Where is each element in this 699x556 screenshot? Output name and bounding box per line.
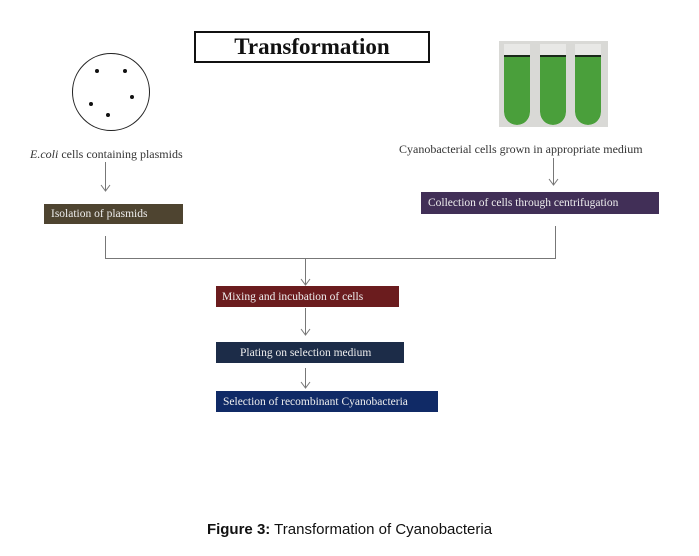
step-label: Plating on selection medium [240, 346, 372, 359]
colony-dot [106, 113, 110, 117]
culture-tube [504, 44, 530, 125]
ecoli-caption: E.coli cells containing plasmids [30, 147, 183, 162]
cyanobacteria-caption: Cyanobacterial cells grown in appropriat… [399, 142, 643, 156]
arrowhead [300, 381, 311, 389]
ecoli-caption-italic: E.coli [30, 147, 59, 161]
step-label: Mixing and incubation of cells [222, 290, 364, 303]
step-collection-of-cells: Collection of cells through centrifugati… [421, 192, 659, 214]
arrowhead [300, 278, 311, 286]
step-label: Collection of cells through centrifugati… [428, 197, 619, 209]
colony-dot [89, 102, 93, 106]
arrowhead [548, 178, 559, 186]
colony-dot [130, 95, 134, 99]
colony-dot [123, 69, 127, 73]
colony-dot [95, 69, 99, 73]
arrowhead [300, 328, 311, 336]
arrowhead [100, 184, 111, 192]
step-label: Selection of recombinant Cyanobacteria [223, 395, 408, 408]
step-plating-on-selection-medium: Plating on selection medium [216, 342, 404, 363]
figure-caption: Figure 3: Transformation of Cyanobacteri… [0, 521, 699, 538]
figure-caption-label: Figure 3: [206, 521, 271, 538]
diagram-title: Transformation [194, 31, 430, 63]
petri-dish-icon [72, 53, 150, 131]
step-label: Isolation of plasmids [51, 208, 148, 220]
step-isolation-of-plasmids: Isolation of plasmids [44, 204, 183, 224]
ecoli-caption-rest: cells containing plasmids [58, 147, 183, 161]
step-selection-of-recombinant: Selection of recombinant Cyanobacteria [216, 391, 438, 412]
culture-tubes-image [499, 41, 608, 127]
figure-caption-text: Transformation of Cyanobacteria [270, 521, 493, 538]
culture-tube [540, 44, 566, 125]
culture-tube [575, 44, 601, 125]
step-mixing-and-incubation: Mixing and incubation of cells [216, 286, 399, 307]
